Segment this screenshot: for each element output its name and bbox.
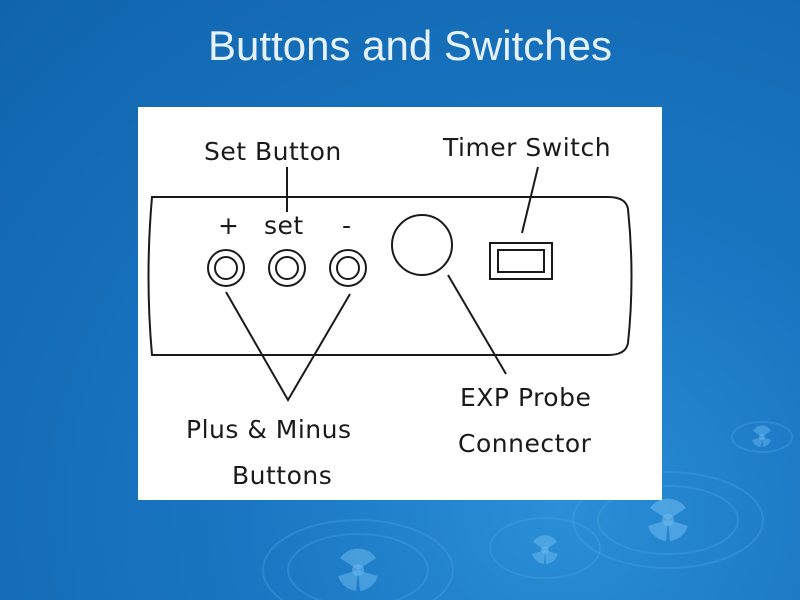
minus-button	[329, 249, 367, 287]
radiation-icon	[648, 498, 688, 541]
timer-switch	[489, 242, 553, 280]
panel-outline	[147, 196, 633, 356]
radiation-icon	[532, 535, 558, 564]
plus-minus-label-line1: Plus & Minus	[186, 415, 352, 444]
timer-switch-leader	[521, 166, 539, 234]
plus-button	[207, 249, 245, 287]
radiation-icon	[338, 548, 378, 591]
slide-title: Buttons and Switches	[208, 22, 612, 69]
exp-probe-leader	[447, 274, 507, 375]
radiation-icon	[752, 425, 771, 447]
set-button-label: Set Button	[204, 137, 342, 166]
plus-minus-leader	[225, 291, 351, 402]
exp-probe-label-line2: Connector	[458, 429, 592, 458]
timer-switch-label: Timer Switch	[443, 133, 612, 162]
set-button	[268, 249, 306, 287]
plus-symbol-label: +	[218, 211, 240, 240]
control-panel-diagram: Set Button Timer Switch + set - EXP Prob…	[138, 107, 662, 500]
plus-minus-label-line2: Buttons	[232, 461, 333, 490]
exp-probe-connector	[391, 214, 453, 276]
set-symbol-label: set	[264, 211, 304, 240]
minus-symbol-label: -	[342, 211, 352, 240]
diagram-drawing	[147, 166, 633, 402]
exp-probe-label-line1: EXP Probe	[460, 383, 592, 412]
